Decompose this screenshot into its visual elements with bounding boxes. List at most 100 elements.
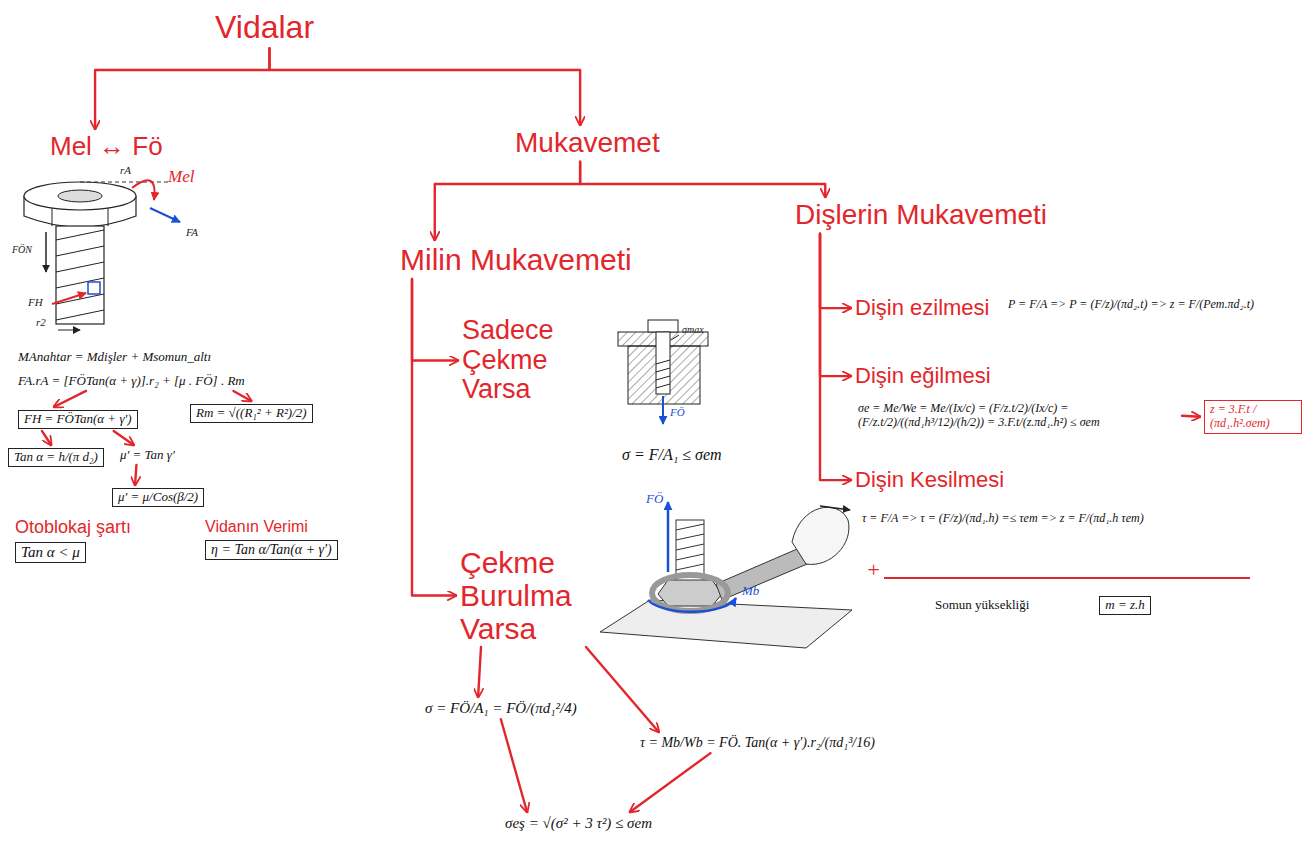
force-arrow xyxy=(150,208,180,222)
node-text: z = 3.F.t / (πd₁.h².σem) xyxy=(1204,400,1302,434)
case-heading: Sadece Çekme Varsa xyxy=(462,316,592,405)
nut-hole xyxy=(58,190,102,202)
nut-illustration xyxy=(24,180,180,330)
node-text: σ = F/A₁ ≤ σem xyxy=(622,446,722,464)
connector-arrow xyxy=(412,279,458,361)
bolt-head xyxy=(648,320,678,332)
node-text: Dişin ezilmesi xyxy=(855,296,989,320)
node-text: Milin Mukavemeti xyxy=(400,243,632,276)
node-body-text: Tan α < μ xyxy=(15,542,86,563)
formula: σeş = √(σ² + 3 τ²) ≤ σem xyxy=(505,815,652,832)
case-heading: Dişin Kesilmesi xyxy=(855,468,1004,492)
plus-sign: + xyxy=(866,558,881,582)
bolt-shank xyxy=(56,226,104,324)
node-text: Rm = √((R₁² + R²)/2) xyxy=(190,404,313,423)
branch-heading: Mel ↔ Fö xyxy=(50,132,163,161)
node-text: Vidalar xyxy=(215,10,314,45)
force-label: FÖN xyxy=(12,244,32,255)
connector-arrow xyxy=(412,279,456,596)
radius-dimension xyxy=(58,330,80,331)
node-text: FA.rA = [FÖTan(α + γ)].r₂ + [μ . FÖ] . R… xyxy=(18,374,245,389)
connector-arrow xyxy=(435,162,580,240)
connector-arrow xyxy=(580,162,825,197)
nut-height-block: Somun yüksekliği m = z.h xyxy=(935,596,1151,615)
case-heading: Çekme Burulma Varsa xyxy=(460,546,600,645)
node-text: μ' = μ/Cos(β/2) xyxy=(112,488,204,507)
node-body-text: m = z.h xyxy=(1099,596,1150,615)
torque-arrow xyxy=(132,180,155,200)
case-heading: Dişin eğilmesi xyxy=(855,364,991,388)
leader-line xyxy=(671,335,679,340)
node-text: Vidanın Verimi xyxy=(205,518,308,536)
node-text: Dişin eğilmesi xyxy=(855,364,991,388)
separator-line xyxy=(884,577,1250,579)
connector-arrow xyxy=(135,465,136,485)
force-arrow xyxy=(52,293,86,304)
branch-heading: Dişlerin Mukavemeti xyxy=(795,200,1047,231)
formula: σ = FÖ/A₁ = FÖ/(πd₁²/4) xyxy=(425,700,577,717)
formula: σe = Me/We = Me/(Ix/c) = (F/z.t/2)/(Ix/c… xyxy=(858,402,1178,430)
connector-arrow xyxy=(501,719,527,812)
efficiency-block: Vidanın Verimi η = Tan α/Tan(α + γ') xyxy=(205,518,338,560)
connector-arrow xyxy=(586,647,659,732)
node-text: Çekme Burulma Varsa xyxy=(460,546,600,645)
node-text: P = F/A => P = (F/z)/(πd₂.t) => z = F/(P… xyxy=(1008,298,1304,312)
formula: τ = Mb/Wb = FÖ. Tan(α + γ').r₂/(πd₁³/16) xyxy=(640,735,875,751)
node-text: σeş = √(σ² + 3 τ²) ≤ σem xyxy=(505,815,652,832)
connector-arrow xyxy=(233,391,251,401)
node-text: Otoblokaj şartı xyxy=(15,518,131,538)
node-text: Mel ↔ Fö xyxy=(50,132,163,161)
torque-label: Mb xyxy=(742,584,759,598)
node-text: Somun yüksekliği xyxy=(935,598,1029,613)
boxed-formula: Tan α = h/(π d₂) xyxy=(8,448,104,467)
connector-arrow xyxy=(42,431,51,445)
thread-lines xyxy=(676,524,704,570)
boxed-formula: Rm = √((R₁² + R²)/2) xyxy=(190,404,313,423)
connector-arrow xyxy=(54,391,86,407)
node-text: Tan α = h/(π d₂) xyxy=(8,448,104,467)
nut-edge xyxy=(108,206,109,226)
node-text: σ = FÖ/A₁ = FÖ/(πd₁²/4) xyxy=(425,700,577,717)
motion-arrow xyxy=(820,506,850,510)
nut-edge xyxy=(52,206,53,226)
bolt-joint-illustration xyxy=(618,320,708,424)
formula: MAnahtar = Mdişler + Msomun_altı xyxy=(18,350,211,365)
force-label: FA xyxy=(186,226,198,238)
node-text: τ = F/A => τ = (F/z)/(πd₁.h) =≤ τem => z… xyxy=(862,512,1144,526)
bolt-shank xyxy=(656,332,670,394)
branch-heading: Milin Mukavemeti xyxy=(400,243,632,276)
thread-element xyxy=(88,282,100,294)
force-label: FÖ xyxy=(670,406,685,418)
formula: FA.rA = [FÖTan(α + γ)].r₂ + [μ . FÖ] . R… xyxy=(18,374,245,389)
wrench-illustration xyxy=(600,502,852,648)
connector-arrow xyxy=(269,48,580,125)
condition-block: Otoblokaj şartıTan α < μ xyxy=(15,518,131,563)
torque-label: Mel xyxy=(168,168,194,187)
formula: τ = F/A => τ = (F/z)/(πd₁.h) =≤ τem => z… xyxy=(862,512,1144,526)
nut-top xyxy=(24,182,136,210)
thread-lines xyxy=(56,230,104,320)
dimension-label: r2 xyxy=(36,316,46,328)
nut xyxy=(658,580,722,606)
plate xyxy=(600,600,852,648)
hand xyxy=(792,507,849,564)
force-label: FÖ xyxy=(646,492,663,506)
connector-arrow xyxy=(1182,416,1200,417)
torque-arrow xyxy=(648,598,736,612)
node-text: Sadece Çekme Varsa xyxy=(462,316,592,405)
force-arrow xyxy=(667,502,670,572)
connector-arrow xyxy=(114,431,134,445)
stress-label: σmax xyxy=(682,324,704,335)
node-body-text: η = Tan α/Tan(α + γ') xyxy=(205,540,338,560)
node-text: Dişin Kesilmesi xyxy=(855,468,1004,492)
node-text: MAnahtar = Mdişler + Msomun_altı xyxy=(18,350,211,365)
boxed-formula: μ' = μ/Cos(β/2) xyxy=(112,488,204,507)
force-label: FH xyxy=(28,296,43,308)
formula: σ = F/A₁ ≤ σem xyxy=(622,446,722,464)
radius-line xyxy=(80,182,168,183)
topic-heading: Vidalar xyxy=(215,10,314,45)
branch-heading: Mukavemet xyxy=(515,128,660,159)
connector-arrow xyxy=(95,48,269,129)
